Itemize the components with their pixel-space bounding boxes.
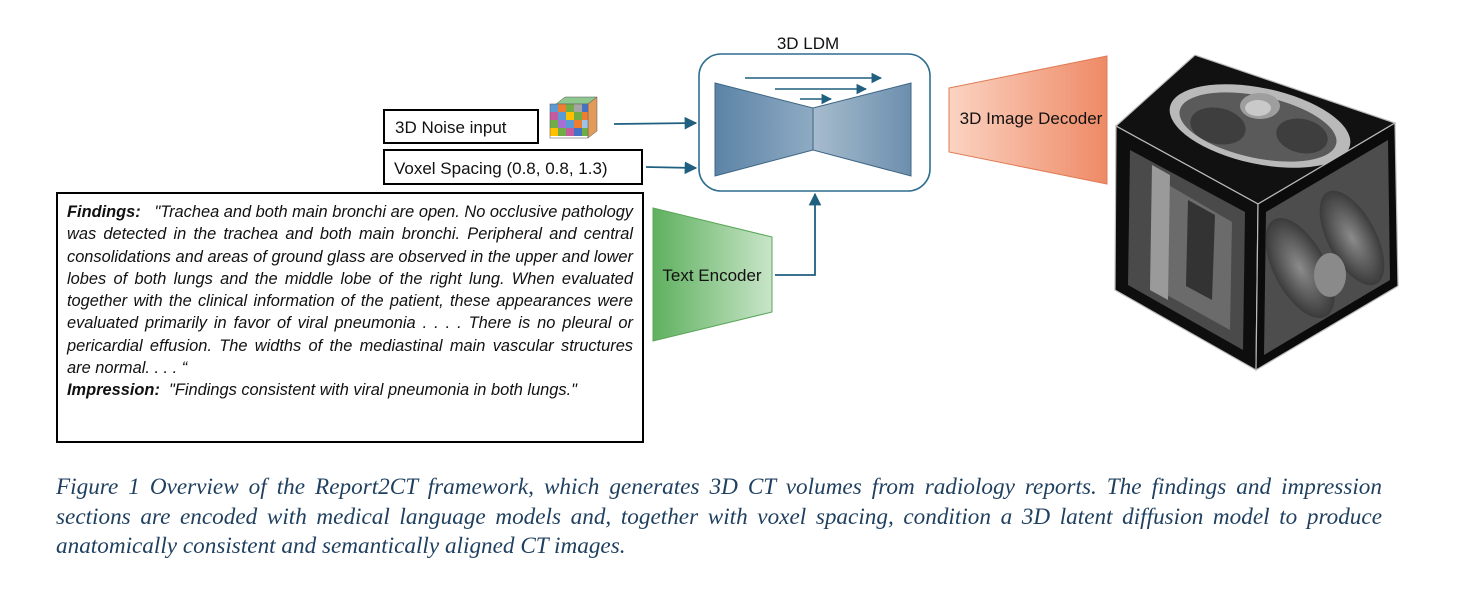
- ct-axial-slice-icon: [1169, 84, 1351, 168]
- impression-heading: Impression:: [67, 381, 160, 400]
- voxel-spacing-label: Voxel Spacing (0.8, 0.8, 1.3): [394, 159, 608, 178]
- impression-text: "Findings consistent with viral pneumoni…: [169, 381, 577, 400]
- image-decoder-shape: [948, 55, 1108, 185]
- radiology-report-box: Findings: "Trachea and both main bronchi…: [56, 192, 644, 443]
- image-decoder-label: 3D Image Decoder: [960, 109, 1103, 128]
- findings-heading: Findings:: [67, 203, 141, 221]
- voxel-to-ldm-arrow: [645, 161, 698, 175]
- noise-input: 3D Noise input: [383, 96, 698, 144]
- text-encoder-shape: [652, 207, 773, 342]
- voxel-spacing-input: Voxel Spacing (0.8, 0.8, 1.3): [383, 149, 698, 185]
- decoder-block: [812, 82, 912, 177]
- text-encoder-label: Text Encoder: [662, 266, 762, 285]
- ct-sagittal-slice-icon: [1128, 150, 1245, 350]
- voxel-spacing-box: [383, 149, 643, 185]
- impression-section: Impression: "Findings consistent with vi…: [67, 379, 633, 401]
- text-encoder: Text Encoder: [652, 192, 822, 342]
- figure-caption: Figure 1 Overview of the Report2CT frame…: [56, 474, 1382, 559]
- noise-input-label: 3D Noise input: [395, 118, 507, 137]
- noise-to-ldm-arrow: [613, 116, 698, 130]
- findings-text: "Trachea and both main bronchi are open.…: [67, 203, 633, 378]
- ldm-title: 3D LDM: [777, 34, 839, 53]
- ct-volume-cube: [1114, 54, 1399, 372]
- ct-coronal-slice-icon: [1264, 140, 1390, 355]
- encoder-to-ldm-arrow: [775, 192, 822, 276]
- findings-section: Findings: "Trachea and both main bronchi…: [67, 201, 633, 379]
- noise-input-box: [383, 109, 539, 144]
- image-decoder: 3D Image Decoder: [948, 55, 1108, 185]
- noise-cube-icon: [549, 96, 598, 139]
- ldm-block: 3D LDM: [698, 34, 931, 192]
